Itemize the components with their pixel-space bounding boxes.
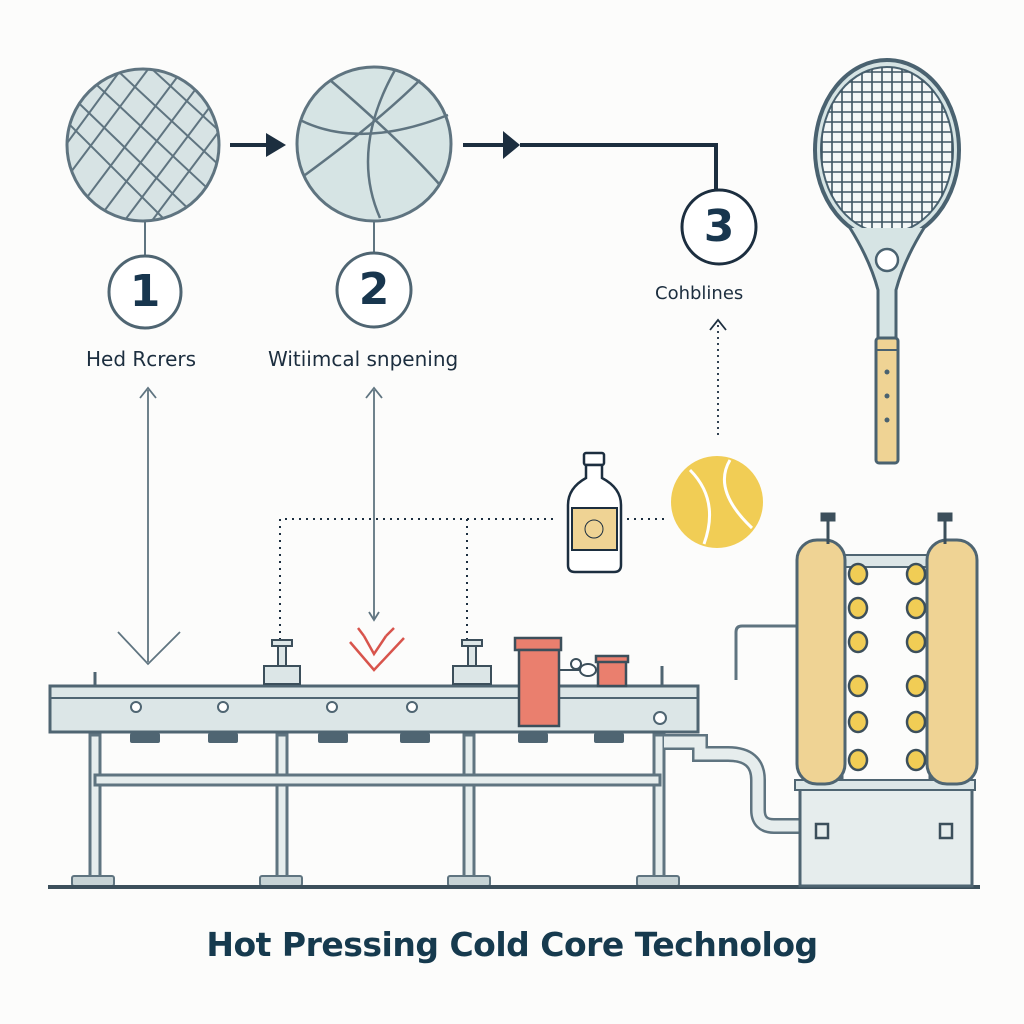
dotted-distribution-lines <box>279 518 666 640</box>
tennis-ball-icon <box>671 456 763 548</box>
flow-arrow-step-1 <box>117 386 181 666</box>
connector-pipe <box>664 624 800 834</box>
conveyor-machine <box>48 636 980 889</box>
drop-marker-icon <box>349 627 405 672</box>
ball-sphere-icon <box>295 65 453 223</box>
tennis-racket-icon <box>813 58 961 465</box>
step-3-label: Cohblines <box>655 283 744 304</box>
red-cup-small <box>594 654 630 688</box>
flow-arrow-step-3 <box>709 318 727 435</box>
red-cup-large <box>513 636 563 728</box>
press-tool-1 <box>263 639 301 685</box>
roller-press-machine <box>794 512 979 888</box>
flow-arrow-step-2 <box>365 386 383 622</box>
step-3-number: 3 <box>703 201 735 252</box>
step-2-badge <box>335 251 413 329</box>
bottle-icon <box>566 451 623 574</box>
step-3-badge <box>680 188 758 266</box>
mesh-disc-icon <box>65 67 221 223</box>
step-1-number: 1 <box>129 266 161 317</box>
diagram-title: Hot Pressing Cold Core Technolog <box>206 925 818 964</box>
step-1-badge <box>107 254 183 330</box>
step-1-label: Hed Rcrers <box>86 347 197 371</box>
press-tool-2 <box>452 639 492 685</box>
step-2-number: 2 <box>358 264 390 315</box>
step-2-label: Witiimcal snpening <box>268 347 459 371</box>
